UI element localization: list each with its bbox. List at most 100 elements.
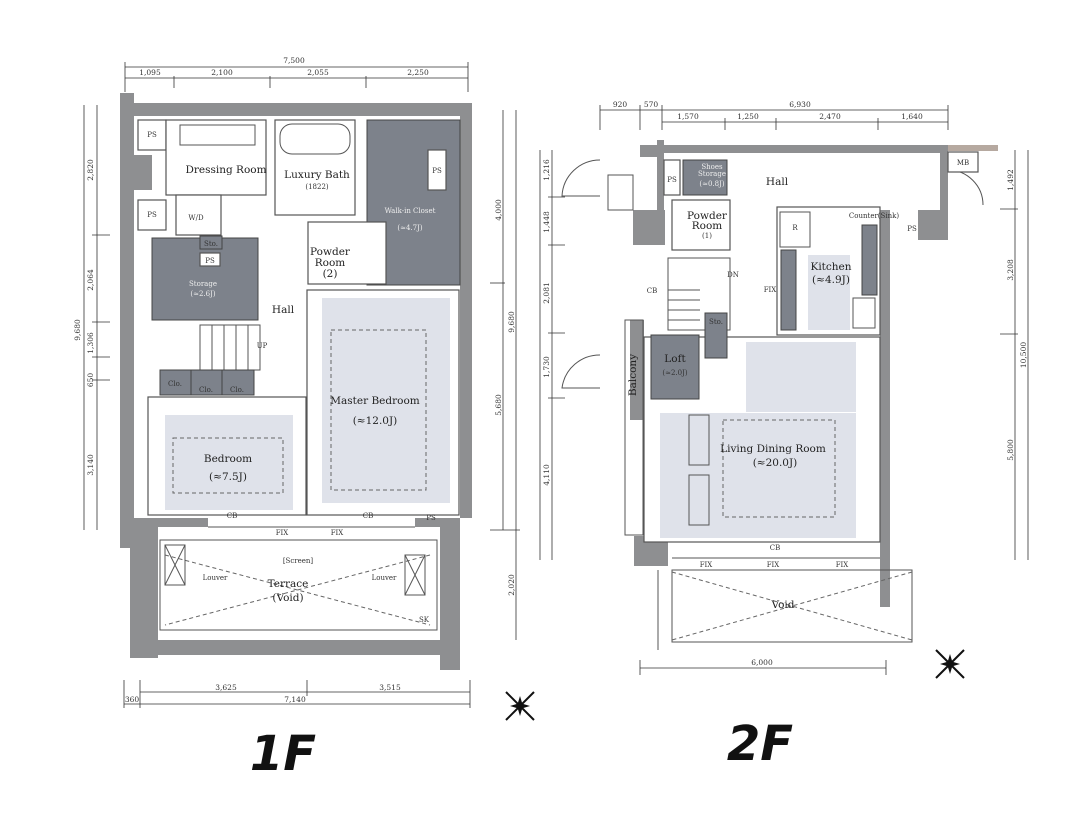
- fridge-label: R: [792, 224, 798, 232]
- dim-label: 1,250: [737, 112, 759, 121]
- dim-label: 4,110: [542, 464, 551, 486]
- dims-top-1f: 7,500 1,095 2,100 2,055 2,250: [124, 56, 469, 92]
- counter-label: Counter(Sink): [849, 212, 899, 220]
- dim-label: 4,000: [494, 199, 503, 221]
- up-label: UP: [257, 342, 268, 350]
- room-powder-2: Powder Room (2): [307, 221, 387, 285]
- louver-label: Louver: [203, 574, 228, 582]
- dim-label: 9,680: [73, 319, 82, 341]
- ps-1f: [137, 199, 167, 231]
- dim-label: 1,306: [86, 332, 95, 354]
- ps-2f: [663, 159, 681, 196]
- sto-label: Sto.: [204, 240, 218, 248]
- dims-top-2f: 920 570 6,930 1,570 1,250 2,470 1,640: [599, 100, 949, 130]
- fix-label: FIX: [764, 286, 777, 294]
- ps-1f: [137, 119, 167, 151]
- dim-label: 5,680: [494, 394, 503, 416]
- dim-label: 3,140: [86, 454, 95, 476]
- cb-label: CB: [770, 544, 781, 552]
- dim-label: 2,064: [86, 269, 95, 291]
- dim-label: 2,055: [307, 68, 329, 77]
- floor-2f: 920 570 6,930 1,570 1,250 2,470 1,640 1,…: [539, 100, 1029, 772]
- dims-bottom-1f: 3,625 3,515 360 7,140: [123, 680, 471, 708]
- room-storage: Sto. PS Storage (≈2.6J): [151, 235, 259, 321]
- cb-label: CB: [227, 512, 238, 520]
- ps-label: PS: [147, 211, 157, 219]
- fix-label: FIX: [331, 529, 344, 537]
- hall-label: Hall: [766, 176, 789, 188]
- dim-label: 1,216: [542, 159, 551, 181]
- stairs-1f: UP: [199, 324, 268, 371]
- room-label: Room: [315, 257, 346, 269]
- dim-label: 1,492: [1006, 169, 1015, 191]
- ps-label: PS: [907, 225, 917, 233]
- room-label: Room: [692, 220, 723, 232]
- dim-label: 1,448: [542, 211, 551, 233]
- room-size: (≈0.8J): [699, 180, 725, 188]
- dim-label: 2,470: [819, 112, 841, 121]
- room-size: (≈7.5J): [209, 471, 247, 483]
- dim-label: 5,800: [1006, 439, 1015, 461]
- fix-label: FIX: [276, 529, 289, 537]
- room-label: Living Dining Room: [720, 443, 826, 455]
- room-label: Void: [770, 599, 794, 611]
- dim-label: 1,640: [901, 112, 923, 121]
- terrace-void: [Screen] Louver Louver SK Terrace (Void): [159, 539, 438, 631]
- room-label: Dressing Room: [185, 164, 266, 176]
- dims-left-1f: 2,820 2,064 9,680 1,306 650 3,140: [73, 105, 110, 530]
- sk-label: SK: [419, 616, 430, 624]
- dims-bottom-2f: 6,000: [639, 658, 887, 675]
- mb-box: [947, 151, 979, 173]
- room-label: Bedroom: [204, 453, 252, 465]
- room-size: (1822): [305, 183, 329, 191]
- sto-label: Sto.: [709, 318, 723, 326]
- dim-label: 570: [644, 100, 659, 109]
- compass-icon: [505, 691, 535, 721]
- closets-bedroom: Clo. Clo. Clo.: [159, 369, 255, 396]
- dim-label: 920: [613, 100, 628, 109]
- dim-label: 2,100: [211, 68, 233, 77]
- void-2f: Void: [657, 569, 913, 650]
- room-label: Loft: [664, 353, 686, 365]
- room-label: (2): [323, 268, 338, 280]
- balcony: Balcony: [624, 319, 644, 536]
- dim-label: 1,730: [542, 356, 551, 378]
- ps-label: PS: [147, 131, 157, 139]
- clo-label: Clo.: [168, 380, 182, 388]
- dim-label: 9,680: [507, 311, 516, 333]
- stairs-2f: DN FIX CB: [647, 257, 777, 331]
- room-living-dining: Living Dining Room (≈20.0J): [643, 336, 881, 543]
- room-label: Balcony: [627, 354, 639, 396]
- room-label: Terrace: [268, 578, 309, 590]
- room-loft: Sto. Loft (≈2.0J): [650, 312, 728, 400]
- dim-label: 3,208: [1006, 259, 1015, 281]
- room-label: Kitchen: [810, 261, 851, 273]
- dims-left-2f: 1,216 1,448 2,081 1,730 4,110: [539, 150, 565, 560]
- dn-label: DN: [727, 271, 739, 279]
- fix-label: FIX: [700, 561, 713, 569]
- dim-label: 3,625: [215, 683, 237, 692]
- floor-title-1f: 1F: [250, 726, 316, 782]
- room-size: (≈4.7J): [397, 224, 423, 232]
- room-label: Powder: [310, 246, 351, 258]
- fix-label: FIX: [767, 561, 780, 569]
- room-label: Master Bedroom: [330, 395, 420, 407]
- room-label: (Void): [272, 592, 303, 604]
- dim-label: 2,020: [507, 574, 516, 596]
- room-master-bedroom: Master Bedroom (≈12.0J): [306, 289, 460, 516]
- dims-right-2f: 1,492 3,208 10,500 5,800: [1000, 150, 1029, 560]
- dim-label: 1,095: [139, 68, 161, 77]
- fix-label: FIX: [836, 561, 849, 569]
- dim-label: 7,500: [283, 56, 305, 65]
- room-bedroom: Bedroom (≈7.5J): [147, 396, 307, 516]
- ps-label: PS: [426, 514, 436, 522]
- room-size: (≈12.0J): [353, 415, 398, 427]
- room-luxury-bath: Luxury Bath (1822): [274, 119, 356, 216]
- dim-label: 2,081: [542, 282, 551, 303]
- screen-label: [Screen]: [283, 557, 314, 565]
- dim-label: 6,930: [789, 100, 811, 109]
- dim-label: 1,570: [677, 112, 699, 121]
- room-shoe-storage: Shoes Storage (≈0.8J): [682, 159, 728, 196]
- room-powder-1: Powder Room (1): [671, 199, 731, 251]
- room-size: (≈2.6J): [190, 290, 216, 298]
